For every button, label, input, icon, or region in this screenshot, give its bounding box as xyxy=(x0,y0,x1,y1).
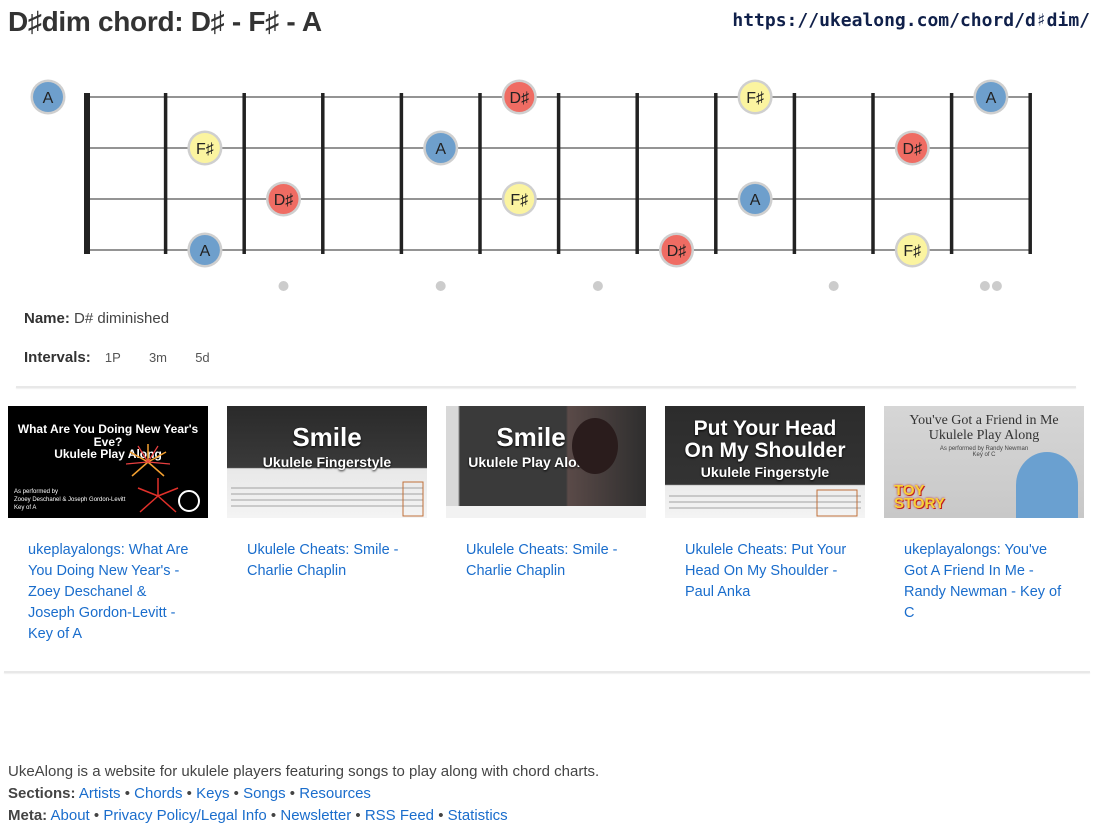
video-card[interactable]: You've Got a Friend in Me Ukulele Play A… xyxy=(884,406,1084,624)
section-divider xyxy=(4,671,1090,673)
video-card[interactable]: Smile Ukulele Play Along Ukulele Cheats:… xyxy=(446,406,646,582)
video-thumbnail[interactable]: Smile Ukulele Play Along xyxy=(446,406,646,518)
footer-link-songs[interactable]: Songs xyxy=(243,785,286,802)
video-link[interactable]: Ukulele Cheats: Smile - Charlie Chaplin xyxy=(466,542,618,579)
tablature-graphic xyxy=(231,481,424,517)
thumbnail-title: Smile xyxy=(496,422,566,453)
footer-link-newsletter[interactable]: Newsletter xyxy=(280,807,352,824)
footer-link-chords[interactable]: Chords xyxy=(134,785,183,802)
note-dot xyxy=(975,82,1006,112)
video-thumbnail[interactable]: What Are You Doing New Year's Eve? Ukule… xyxy=(8,406,208,518)
fret-marker xyxy=(828,281,839,291)
site-footer: UkeAlong is a website for ukulele player… xyxy=(8,761,599,827)
video-link[interactable]: ukeplayalongs: What Are You Doing New Ye… xyxy=(28,542,189,642)
footer-about: UkeAlong is a website for ukulele player… xyxy=(8,763,600,780)
thumbnail-subtitle: Ukulele Fingerstyle xyxy=(700,464,830,481)
video-card[interactable]: Put Your Head On My Shoulder Ukulele Fin… xyxy=(665,406,865,603)
thumbnail-subtitle: As performed by Randy Newman Key of C xyxy=(939,445,1029,458)
note-dot xyxy=(897,235,928,265)
note-dot xyxy=(740,184,771,214)
interval-item: 5d xyxy=(195,350,210,365)
note-dot xyxy=(740,82,771,112)
section-divider xyxy=(16,386,1076,388)
note-label: A xyxy=(750,192,761,209)
footer-link-rss[interactable]: RSS Feed xyxy=(364,807,435,824)
video-link[interactable]: Ukulele Cheats: Put Your Head On My Shou… xyxy=(685,542,847,600)
footer-link-resources[interactable]: Resources xyxy=(299,785,371,802)
note-dot xyxy=(425,133,456,163)
name-value: D# diminished xyxy=(74,310,170,327)
thumbnail-subtitle: Ukulele Fingerstyle xyxy=(262,453,392,470)
chord-strip xyxy=(446,506,646,518)
thumbnail-title: You've Got a Friend in Me Ukulele Play A… xyxy=(909,413,1059,443)
note-label: A xyxy=(200,243,211,260)
note-label: F♯ xyxy=(746,90,764,107)
note-dot xyxy=(189,235,220,265)
note-label: F♯ xyxy=(903,243,921,260)
note-dot xyxy=(504,184,535,214)
fret-marker xyxy=(979,281,990,291)
note-dot xyxy=(189,133,220,163)
video-card[interactable]: Smile Ukulele Fingerstyle Ukulele Cheats… xyxy=(227,406,427,582)
fret-marker xyxy=(435,281,446,291)
video-thumbnail[interactable]: Put Your Head On My Shoulder Ukulele Fin… xyxy=(665,406,865,518)
video-thumbnail[interactable]: Smile Ukulele Fingerstyle xyxy=(227,406,427,518)
footer-link-privacy[interactable]: Privacy Policy/Legal Info xyxy=(103,807,267,824)
sections-label: Sections: xyxy=(8,785,76,802)
channel-logo-icon xyxy=(178,490,200,512)
intervals-label: Intervals: xyxy=(24,349,91,366)
note-label: D♯ xyxy=(667,243,687,260)
footer-sections: Sections: Artists • Chords • Keys • Song… xyxy=(8,785,371,802)
note-label: A xyxy=(986,90,997,107)
footer-link-about[interactable]: About xyxy=(50,807,90,824)
fretboard-diagram: A D♯ F♯ A F♯ A D♯ D♯ F♯ A A D♯ F♯ xyxy=(30,79,1032,291)
fret-marker xyxy=(991,281,1002,291)
note-label: F♯ xyxy=(196,141,214,158)
intervals-row: Intervals: 1P 3m 5d xyxy=(24,349,210,366)
page-title: D♯dim chord: D♯ - F♯ - A xyxy=(8,6,322,37)
note-label: A xyxy=(435,141,446,158)
footer-link-keys[interactable]: Keys xyxy=(196,785,230,802)
video-link[interactable]: ukeplayalongs: You've Got A Friend In Me… xyxy=(904,542,1062,621)
thumbnail-title: What Are You Doing New Year's Eve? Ukule… xyxy=(17,422,199,462)
thumbnail-title: Smile xyxy=(292,422,362,453)
fireworks-graphic xyxy=(125,444,171,477)
fireworks-graphic xyxy=(137,478,179,513)
note-label: F♯ xyxy=(510,192,528,209)
thumbnail-subtitle: As performed by Zooey Deschanel & Joseph… xyxy=(14,489,126,511)
note-label: A xyxy=(43,90,54,107)
footer-meta: Meta: About • Privacy Policy/Legal Info … xyxy=(8,807,508,824)
note-dot xyxy=(33,82,63,112)
performer-photo xyxy=(572,418,618,474)
meta-label: Meta: xyxy=(8,807,48,824)
name-label: Name: xyxy=(24,310,70,327)
note-dot xyxy=(268,184,299,214)
video-card[interactable]: What Are You Doing New Year's Eve? Ukule… xyxy=(8,406,208,645)
interval-item: 3m xyxy=(148,350,168,365)
fret-marker xyxy=(592,281,603,291)
note-label: D♯ xyxy=(274,192,294,209)
chord-name-row: Name: D# diminished xyxy=(24,310,169,327)
note-dot xyxy=(661,235,692,265)
fret-marker xyxy=(278,281,289,291)
video-link[interactable]: Ukulele Cheats: Smile - Charlie Chaplin xyxy=(247,542,399,579)
page-url[interactable]: https://ukealong.com/chord/d♯dim/ xyxy=(732,10,1090,31)
tablature-graphic xyxy=(669,489,861,517)
note-dot xyxy=(897,133,928,163)
note-label: D♯ xyxy=(903,141,923,158)
thumbnail-title: Put Your Head On My Shoulder xyxy=(684,416,846,462)
video-thumbnail[interactable]: You've Got a Friend in Me Ukulele Play A… xyxy=(884,406,1084,518)
character-graphic xyxy=(1016,452,1078,518)
interval-item: 1P xyxy=(104,350,121,365)
toy-story-logo: TOY STORY xyxy=(894,482,945,512)
footer-link-artists[interactable]: Artists xyxy=(78,785,121,802)
note-label: D♯ xyxy=(510,90,530,107)
note-dot xyxy=(504,82,535,112)
footer-link-statistics[interactable]: Statistics xyxy=(447,807,508,824)
